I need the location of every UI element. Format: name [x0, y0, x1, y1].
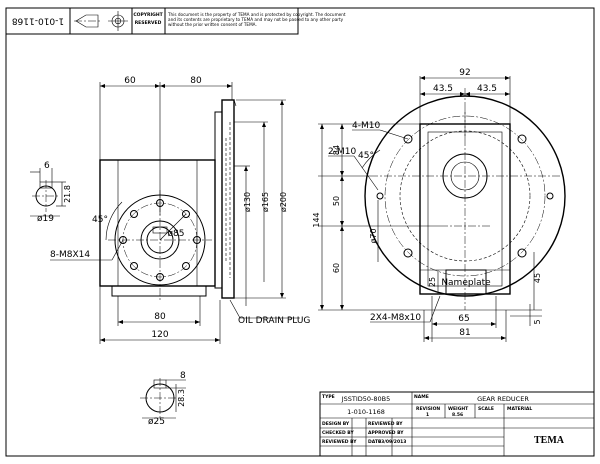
dim-21-8: 21.8: [63, 185, 72, 203]
tb-reviewed2-label: REVIEWED BY: [322, 439, 357, 445]
tb-date-value: 03/09/2013: [378, 439, 406, 445]
dim-d70: ø70: [369, 228, 378, 243]
dim-80-top: 80: [190, 76, 202, 86]
tb-weight-label: WEIGHT: [448, 406, 469, 412]
label-oil-drain-plug: OIL DRAIN PLUG: [238, 316, 310, 326]
copyright-notice-2: and its contents are proprietary to TEMA…: [168, 17, 344, 22]
tb-revision-value: 1: [426, 412, 429, 418]
flange-bolt-holes: [376, 134, 554, 258]
nameplate-label: Nameplate: [441, 278, 491, 288]
dim-65: 65: [458, 314, 469, 324]
copyright-notice-1: This document is the property of TEMA an…: [167, 12, 346, 17]
angle-45-side: 45°: [358, 151, 374, 161]
dim-43-5-left: 43.5: [433, 84, 453, 94]
dim-45: 45: [533, 273, 542, 283]
dim-60: 60: [332, 263, 341, 273]
dim-d200: ø200: [279, 192, 288, 212]
tb-reviewed-label: REVIEWED BY: [368, 421, 403, 427]
label-4-m10: 4-M10: [352, 121, 380, 131]
side-view: 92 43.5 43.5 Nameplate 25: [312, 68, 566, 342]
dim-120-bottom: 120: [151, 330, 168, 340]
tb-approved-label: APPROVED BY: [368, 430, 404, 436]
dim-81: 81: [459, 328, 470, 338]
drawing-number-rotated: 1-010-1168: [12, 16, 65, 26]
tb-material-label: MATERIAL: [507, 406, 532, 412]
label-8-m8x14: 8-M8X14: [50, 250, 90, 260]
tb-weight-value: 8.56: [452, 412, 463, 418]
tb-revision-label: REVISION: [416, 406, 440, 412]
tb-company: TEMA: [534, 435, 565, 446]
dim-8: 8: [180, 371, 186, 381]
dim-d85: ø85: [168, 229, 185, 239]
dim-d130: ø130: [243, 192, 252, 212]
dim-84: 84: [332, 145, 341, 155]
bolt-holes: [119, 199, 201, 281]
dim-80-bottom: 80: [154, 312, 166, 322]
dim-6: 6: [44, 161, 50, 171]
tb-checked-label: CHECKED BY: [322, 430, 354, 436]
tb-name-label: NAME: [414, 394, 429, 400]
dim-50: 50: [332, 196, 341, 206]
dim-28-3: 28.3: [177, 389, 186, 407]
tb-name-value: GEAR REDUCER: [477, 395, 529, 403]
front-view: 60 80: [50, 76, 310, 344]
dim-d25: ø25: [148, 417, 165, 427]
angle-45-front: 45°: [92, 215, 108, 225]
dim-60-top: 60: [124, 76, 136, 86]
projection-symbol-icon: [74, 11, 128, 31]
tb-number-value: 1-010-1168: [347, 408, 385, 416]
dim-d19: ø19: [37, 214, 54, 224]
tb-type-label: TYPE: [322, 394, 335, 400]
dim-25: 25: [428, 277, 437, 287]
tb-date-label: DATE: [368, 439, 381, 445]
dim-5: 5: [533, 319, 542, 324]
copyright-notice-3: without the prior written consent of TEM…: [168, 22, 257, 27]
label-2x4-m8x10: 2X4-M8x10: [370, 313, 421, 323]
dim-d165: ø165: [261, 192, 270, 212]
tb-scale-label: SCALE: [478, 406, 494, 412]
tb-design-label: DESIGN BY: [322, 421, 350, 427]
title-block: TYPE JSSTID50-80B5 NAME GEAR REDUCER 1-0…: [319, 391, 595, 457]
tb-type-value: JSSTID50-80B5: [341, 395, 391, 403]
dim-43-5-right: 43.5: [477, 84, 497, 94]
shaft-section-small: 6 21.8 ø19: [30, 161, 72, 224]
sheet-border: [5, 7, 595, 457]
shaft-section-large: 8 28.3 ø25: [140, 371, 186, 427]
dim-144: 144: [312, 212, 321, 227]
dim-92: 92: [459, 68, 470, 78]
